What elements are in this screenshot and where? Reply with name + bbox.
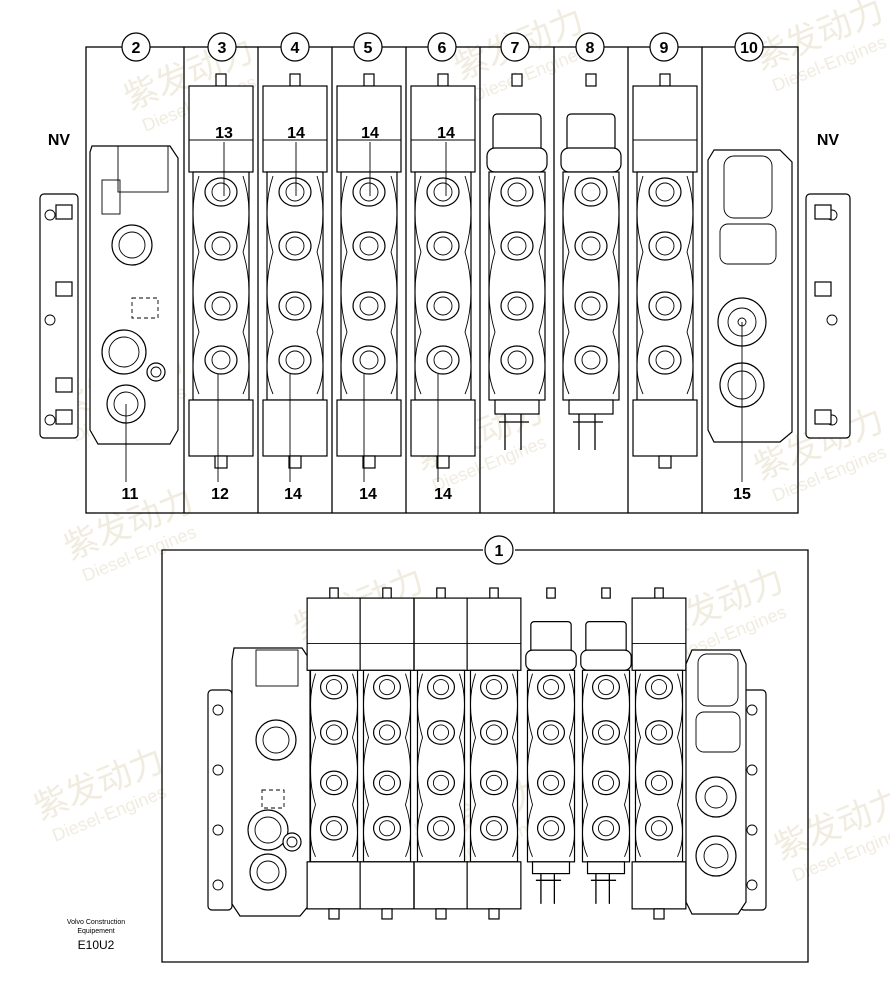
assembly-view-frame: 1: [161, 535, 809, 963]
solenoid-valve-section: [631, 587, 687, 920]
section-number: 2: [132, 40, 141, 57]
section-number: 9: [660, 40, 669, 57]
section-number: 7: [511, 40, 520, 57]
part-label: 14: [434, 486, 452, 503]
section-callouts: 2 3 4 5 6 7 8 9 10: [121, 32, 764, 62]
nv-label-left: NV: [48, 132, 71, 149]
part-label: 14: [284, 486, 302, 503]
section-number: 5: [364, 40, 373, 57]
section-number: 6: [438, 40, 447, 57]
publisher-line-1: Volvo Construction: [67, 919, 125, 926]
hydraulic-valve-section: [525, 587, 577, 904]
solenoid-valve-section: [188, 73, 254, 469]
hydraulic-valve-section: [560, 73, 622, 450]
part-label: 15: [733, 486, 751, 503]
solenoid-valve-section: [336, 73, 402, 469]
section-number: 8: [586, 40, 595, 57]
part-label: 12: [211, 486, 229, 503]
assembly-outlet: [685, 649, 767, 915]
solenoid-valve-section: [359, 587, 415, 920]
part-label: 14: [287, 125, 305, 142]
solenoid-valve-section: [306, 587, 362, 920]
top-view-frame: [85, 46, 799, 514]
solenoid-valve-section: [466, 587, 522, 920]
publisher-line-2: Equipement: [77, 928, 114, 935]
inlet-section-left: [39, 145, 179, 445]
part-label: 11: [122, 486, 139, 503]
hydraulic-valve-section: [486, 73, 548, 450]
section-number: 3: [218, 40, 227, 57]
solenoid-valve-section: [410, 73, 476, 469]
part-label: 13: [215, 125, 233, 142]
solenoid-valve-section: [413, 587, 469, 920]
assembly-sections: [306, 587, 687, 920]
part-label: 14: [359, 486, 377, 503]
top-sections: [188, 73, 698, 469]
hydraulic-valve-section: [580, 587, 632, 904]
assembly-callout: 1: [495, 543, 504, 560]
solenoid-valve-section: [262, 73, 328, 469]
nv-label-right: NV: [817, 132, 840, 149]
solenoid-valve-section: [632, 73, 698, 469]
section-number: 10: [740, 40, 758, 57]
figure-code: E10U2: [78, 938, 115, 952]
assembly-inlet: [207, 647, 311, 917]
part-label: 14: [437, 125, 455, 142]
part-label: 14: [361, 125, 379, 142]
leader-lines: [125, 142, 743, 482]
section-number: 4: [291, 40, 300, 57]
outlet-section-right: [707, 149, 851, 443]
